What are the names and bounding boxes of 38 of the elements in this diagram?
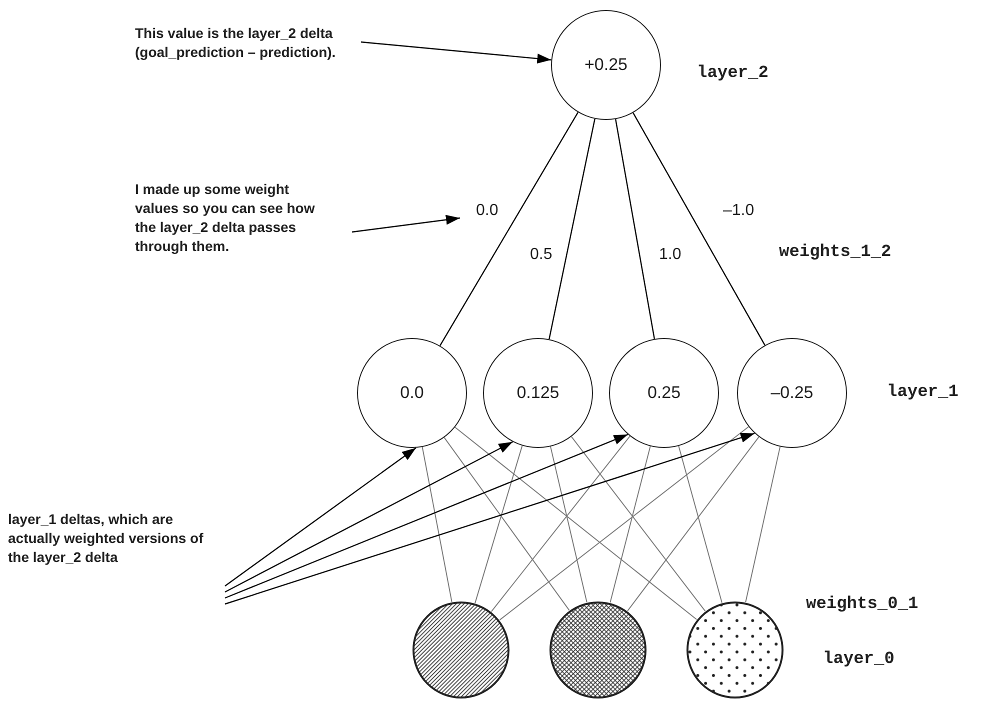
leader-arrow	[224, 432, 755, 605]
neuron-value: 0.125	[516, 383, 560, 403]
weights-label: weights_1_2	[779, 243, 892, 262]
connection-line	[745, 446, 781, 603]
connection-line	[570, 436, 706, 612]
connection-line	[632, 112, 766, 346]
connection-line	[422, 446, 452, 602]
leader-arrow	[224, 441, 513, 593]
input-neuron	[686, 601, 784, 699]
leader-arrow	[224, 434, 628, 599]
connection-line	[454, 426, 698, 620]
connection-line	[627, 436, 760, 612]
connection-line	[439, 112, 579, 346]
connection-line	[678, 446, 722, 604]
neuron-value: –0.25	[770, 383, 814, 403]
input-neuron	[549, 601, 647, 699]
leader-arrow	[352, 214, 460, 233]
input-neuron	[412, 601, 510, 699]
connection-line	[614, 119, 656, 339]
connection-line	[490, 436, 630, 612]
layer-label: layer_1	[887, 383, 958, 402]
neuron-value: 0.0	[400, 383, 424, 403]
connection-line	[610, 446, 651, 604]
connection-line	[550, 446, 588, 603]
layer-label: layer_0	[823, 650, 894, 669]
neuron-value: +0.25	[584, 55, 628, 75]
annotation-text: This value is the layer_2 delta (goal_prediction – prediction).	[135, 24, 357, 62]
leader-arrow	[360, 41, 552, 64]
annotation-text: layer_1 deltas, which are actually weighted versions of the layer_2 delta	[8, 510, 213, 567]
leader-arrow	[224, 447, 416, 586]
neuron-value: 0.25	[647, 383, 681, 403]
weights-label: weights_0_1	[806, 595, 918, 614]
layer-label: layer_2	[697, 64, 768, 83]
connection-line	[499, 426, 750, 620]
connection-line	[444, 437, 570, 611]
connection-line	[474, 445, 523, 604]
annotation-text: I made up some weight values so you can see how the layer_2 delta passes through them.	[135, 180, 335, 256]
connection-line	[548, 118, 596, 340]
